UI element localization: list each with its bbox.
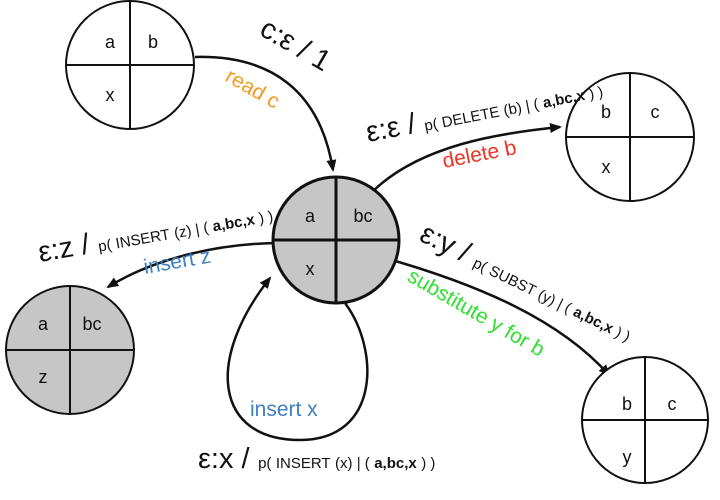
edge-insert-x-action-label: insert x [250,398,318,421]
state-right: b c x [565,72,695,202]
edge-subst-op: SUBST [486,262,538,299]
state-bottom-right: b c y [581,356,709,484]
edge-insert-x-p: p( [258,455,271,472]
state-center-cell-2: bc [353,206,372,226]
edge-insert-x-op: INSERT [276,455,331,472]
state-right-cell-1: b [601,102,611,122]
edge-insert-z-p: p( [97,236,113,255]
edge-delete-p: p( [423,116,439,135]
edge-delete-b [371,123,562,193]
edge-insert-x-close: ) ) [421,455,435,472]
edge-insert-z-pair: ε:z / [36,228,93,269]
state-right-cell-2: c [651,102,660,122]
state-bottom-right-cell-1: b [622,394,632,414]
state-bottom-right-cell-3: y [623,447,632,467]
edge-insert-x-tuple: a,bc,x [374,455,417,472]
edge-subst-arg: (y) | ( [535,286,574,317]
edge-delete-arg: (b) | ( [502,96,540,119]
edge-delete-action-label: delete b [441,136,519,173]
state-center-cell-3: x [306,259,315,279]
state-center: a bc x [271,175,401,305]
edge-read-c [194,55,337,172]
state-top-left-cell-2: b [148,32,158,52]
edge-delete-op: DELETE [440,104,501,132]
state-top-left: a b x [65,0,195,130]
edge-delete-pair: ε:ε / [363,108,419,149]
edge-subst-p: p( [470,255,489,276]
state-right-cell-3: x [602,157,611,177]
state-bottom-right-cell-2: c [668,394,677,414]
edge-insert-x-weight-label: ε:x / p( INSERT (x) | ( a,bc,x ) ) [198,443,435,475]
state-left: a bc z [5,285,135,415]
edge-read-action-label: read c [222,64,284,113]
state-left-cell-3: z [39,367,48,387]
state-top-left-cell-3: x [106,85,115,105]
edge-substitute-y [384,256,611,377]
edge-insert-x-loop [226,276,369,442]
edge-delete-close: ) ) [587,83,604,102]
edge-insert-x-pair: ε:x / [198,443,251,475]
edge-insert-z [106,241,283,289]
edge-insert-z-arg: (z) | ( [173,219,210,242]
edge-insert-z-close: ) ) [258,208,275,227]
state-left-cell-1: a [38,314,49,334]
edge-read-weight-label: c:ε / 1 [255,12,337,78]
edge-insert-z-action-label: insert z [142,245,213,279]
edge-subst-close: ) ) [613,324,633,345]
edge-insert-z-op: INSERT [114,226,171,252]
state-top-left-cell-1: a [105,32,116,52]
state-center-cell-1: a [305,206,316,226]
state-left-cell-2: bc [82,314,101,334]
edge-subst-tuple: a,bc,x [570,303,616,337]
edge-insert-x-arg: (x) | ( [335,455,370,472]
edge-subst-pair: ε:y / [415,218,476,270]
edge-insert-z-tuple: a,bc,x [211,211,256,235]
